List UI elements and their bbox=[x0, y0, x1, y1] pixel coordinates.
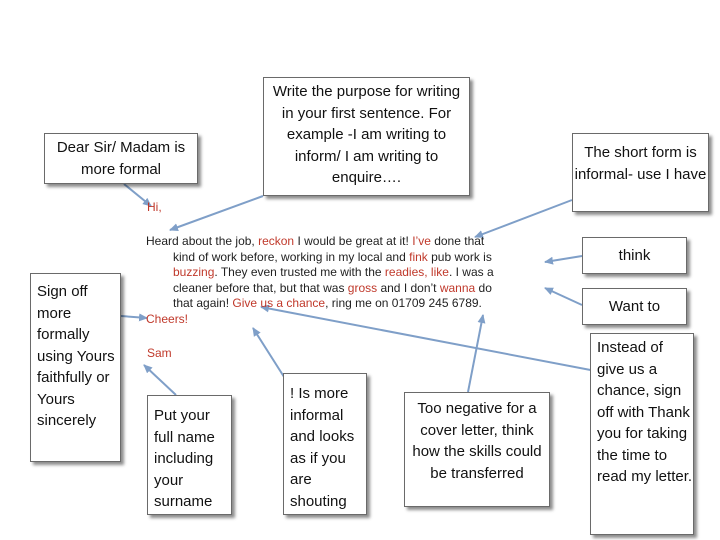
instead-note: Instead of give us a chance, sign off wi… bbox=[590, 333, 694, 535]
letter-text: cleaner before that, but that was bbox=[173, 280, 348, 295]
informal-word: I’ve bbox=[412, 234, 431, 248]
informal-word: reckon bbox=[258, 234, 295, 248]
letter-text: pub work is bbox=[427, 249, 492, 264]
informal-word: gross bbox=[347, 280, 378, 295]
letter-text: do bbox=[475, 280, 492, 295]
negative-note: Too negative for a cover letter, think h… bbox=[404, 392, 550, 507]
letter-line-2: kind of work before, working in my local… bbox=[146, 250, 549, 266]
letter-text: kind of work before, working in my local… bbox=[173, 249, 410, 264]
want-to-note: Want to bbox=[582, 288, 687, 325]
short-form-note: The short form is informal- use I have bbox=[572, 133, 709, 212]
letter-line-4: cleaner before that, but that was gross … bbox=[146, 281, 549, 297]
informal-word: wanna bbox=[439, 280, 476, 295]
purpose-note: Write the purpose for writing in your fi… bbox=[263, 77, 470, 196]
letter-text: . I was a bbox=[448, 265, 494, 279]
letter-text: and I don’t bbox=[377, 280, 440, 295]
letter-body: Heard about the job, reckon I would be g… bbox=[146, 234, 556, 327]
sign-off-note: Sign off more formally using Yours faith… bbox=[30, 273, 121, 462]
formal-greeting-note: Dear Sir/ Madam is more formal bbox=[44, 133, 198, 184]
arrow-short-form bbox=[474, 199, 573, 238]
arrow-full-name bbox=[143, 364, 177, 396]
letter-text: done that bbox=[430, 234, 485, 248]
full-name-note: Put your full name including your surnam… bbox=[147, 395, 232, 515]
letter-text: I would be great at it! bbox=[294, 234, 413, 248]
arrow-sign-off bbox=[120, 313, 148, 322]
letter-line-3: buzzing. They even trusted me with the r… bbox=[146, 265, 549, 281]
exclamation-note: ! Is more informal and looks as if you a… bbox=[283, 373, 367, 515]
think-note: think bbox=[582, 237, 687, 274]
arrow-exclamation bbox=[252, 327, 287, 381]
letter-text: . They even trusted me with the bbox=[214, 265, 385, 279]
letter-line-1: Heard about the job, reckon I would be g… bbox=[146, 234, 556, 250]
informal-word: Give us a chance bbox=[232, 296, 326, 310]
informal-word: fink bbox=[409, 249, 428, 264]
informal-word: readies, like bbox=[384, 265, 449, 279]
informal-word: buzzing bbox=[173, 265, 215, 279]
letter-closing: Cheers! bbox=[146, 311, 189, 326]
letter-line-5: that again! Give us a chance, ring me on… bbox=[146, 296, 549, 312]
letter-text: that again! bbox=[173, 296, 233, 310]
arrow-purpose bbox=[169, 195, 264, 232]
letter-name: Sam bbox=[147, 346, 172, 360]
letter-greeting: Hi, bbox=[147, 200, 162, 214]
letter-text: , ring me on 01709 245 6789. bbox=[325, 296, 482, 310]
letter-text: Heard about the job, bbox=[146, 234, 259, 248]
